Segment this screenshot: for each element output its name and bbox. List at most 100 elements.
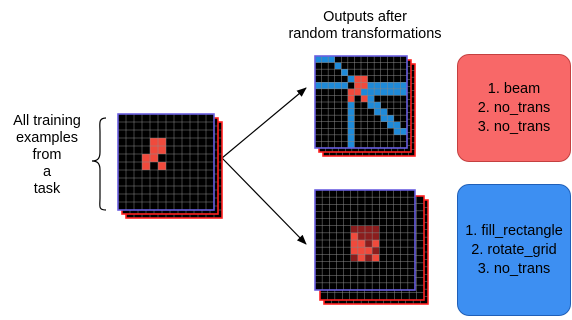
grid-cell — [347, 75, 355, 83]
grid-cell — [328, 82, 335, 89]
grid-cell — [400, 88, 407, 96]
grid-cell — [354, 75, 361, 83]
grid-cell — [350, 240, 358, 248]
top-caption: Outputs after random transformations — [270, 9, 460, 43]
top-grid-front — [314, 55, 408, 149]
grid-cell — [393, 128, 401, 135]
grid-cell — [321, 56, 329, 63]
result-line: 3. no_trans — [477, 118, 551, 135]
grid-cell — [357, 240, 365, 248]
grid-cell — [361, 82, 368, 89]
grid-cell — [350, 247, 358, 255]
grid-cell — [150, 154, 158, 162]
grid-border — [117, 113, 215, 211]
grid-cell — [158, 162, 166, 170]
result-line: 2. rotate_grid — [471, 241, 557, 258]
grid-cell — [341, 69, 348, 76]
grid-cell — [347, 128, 355, 135]
grid-cell — [347, 88, 355, 96]
grid-cell — [315, 56, 322, 63]
top-caption-line: random transformations — [288, 26, 442, 42]
grid-cell — [374, 82, 381, 89]
grid-cell — [400, 128, 407, 135]
grid-cell — [365, 225, 373, 233]
output-grid-stack-top — [314, 55, 416, 157]
grid-cell — [347, 102, 355, 109]
grid-cell — [372, 240, 380, 248]
grid-cell — [354, 88, 361, 96]
grid-cell — [150, 146, 158, 154]
result-line: 2. no_trans — [477, 99, 551, 116]
grid-cell — [365, 247, 373, 255]
input-grid-front — [117, 113, 215, 211]
grid-cell — [158, 146, 166, 154]
grid-cell — [350, 232, 358, 240]
grid-cell — [387, 88, 394, 96]
grid-cell — [142, 154, 150, 162]
grid-cell — [367, 88, 375, 96]
grid-cell — [393, 82, 401, 89]
left-label-line: All training — [13, 113, 81, 129]
grid-cell — [400, 82, 407, 89]
curly-brace — [91, 117, 107, 211]
grid-cell — [372, 247, 380, 255]
grid-cell — [142, 162, 150, 170]
grid-cell — [315, 82, 322, 89]
output-grid-stack-bottom — [314, 189, 429, 305]
grid-cell — [365, 254, 373, 262]
left-label-line: from — [32, 147, 62, 163]
grid-cell — [350, 225, 358, 233]
left-label-line: examples — [15, 130, 79, 146]
grid-cell — [393, 121, 401, 129]
grid-cell — [372, 225, 380, 233]
grid-cell — [347, 115, 355, 122]
grid-cell — [372, 232, 380, 240]
grid-cell — [354, 82, 361, 89]
grid-cell — [380, 82, 388, 89]
grid-cell — [367, 82, 375, 89]
grid-cell — [357, 254, 365, 262]
grid-cell — [347, 134, 355, 142]
grid-cell — [361, 88, 368, 96]
grid-cell — [357, 232, 365, 240]
grid-cell — [361, 95, 368, 102]
grid-cell — [347, 95, 355, 102]
grid-cell — [365, 240, 373, 248]
arrow-to-bottom-output — [221, 157, 307, 245]
grid-cell — [350, 254, 358, 262]
grid-cell — [347, 141, 355, 148]
grid-cell — [380, 88, 388, 96]
arrow-to-top-output — [221, 87, 307, 159]
result-line: 3. no_trans — [477, 260, 551, 277]
input-grid-stack — [117, 113, 223, 219]
bottom-grid-front — [314, 189, 416, 291]
grid-cell — [347, 108, 355, 116]
grid-cell — [357, 225, 365, 233]
grid-cell — [374, 88, 381, 96]
left-label-line: a — [42, 164, 52, 180]
grid-cell — [341, 82, 348, 89]
grid-cell — [334, 62, 342, 70]
grid-cell — [367, 95, 375, 102]
grid-cell — [347, 121, 355, 129]
grid-cell — [380, 115, 388, 122]
grid-cell — [334, 82, 342, 89]
grid-cell — [387, 121, 394, 129]
grid-cell — [374, 108, 381, 116]
grid-cell — [387, 115, 394, 122]
top-caption-line: Outputs after — [323, 9, 407, 25]
result-line: 1. beam — [487, 80, 541, 97]
grid-cell — [321, 82, 329, 89]
grid-border — [314, 55, 408, 149]
left-label-line: task — [33, 181, 61, 197]
result-box-top: 1. beam 2. no_trans 3. no_trans — [457, 54, 571, 162]
result-box-bottom: 1. fill_rectangle 2. rotate_grid 3. no_t… — [457, 184, 571, 316]
grid-cell — [380, 108, 388, 116]
grid-cell — [158, 138, 166, 146]
grid-cell — [357, 247, 365, 255]
grid-cell — [328, 56, 335, 63]
grid-cell — [387, 82, 394, 89]
result-line: 1. fill_rectangle — [465, 222, 563, 239]
